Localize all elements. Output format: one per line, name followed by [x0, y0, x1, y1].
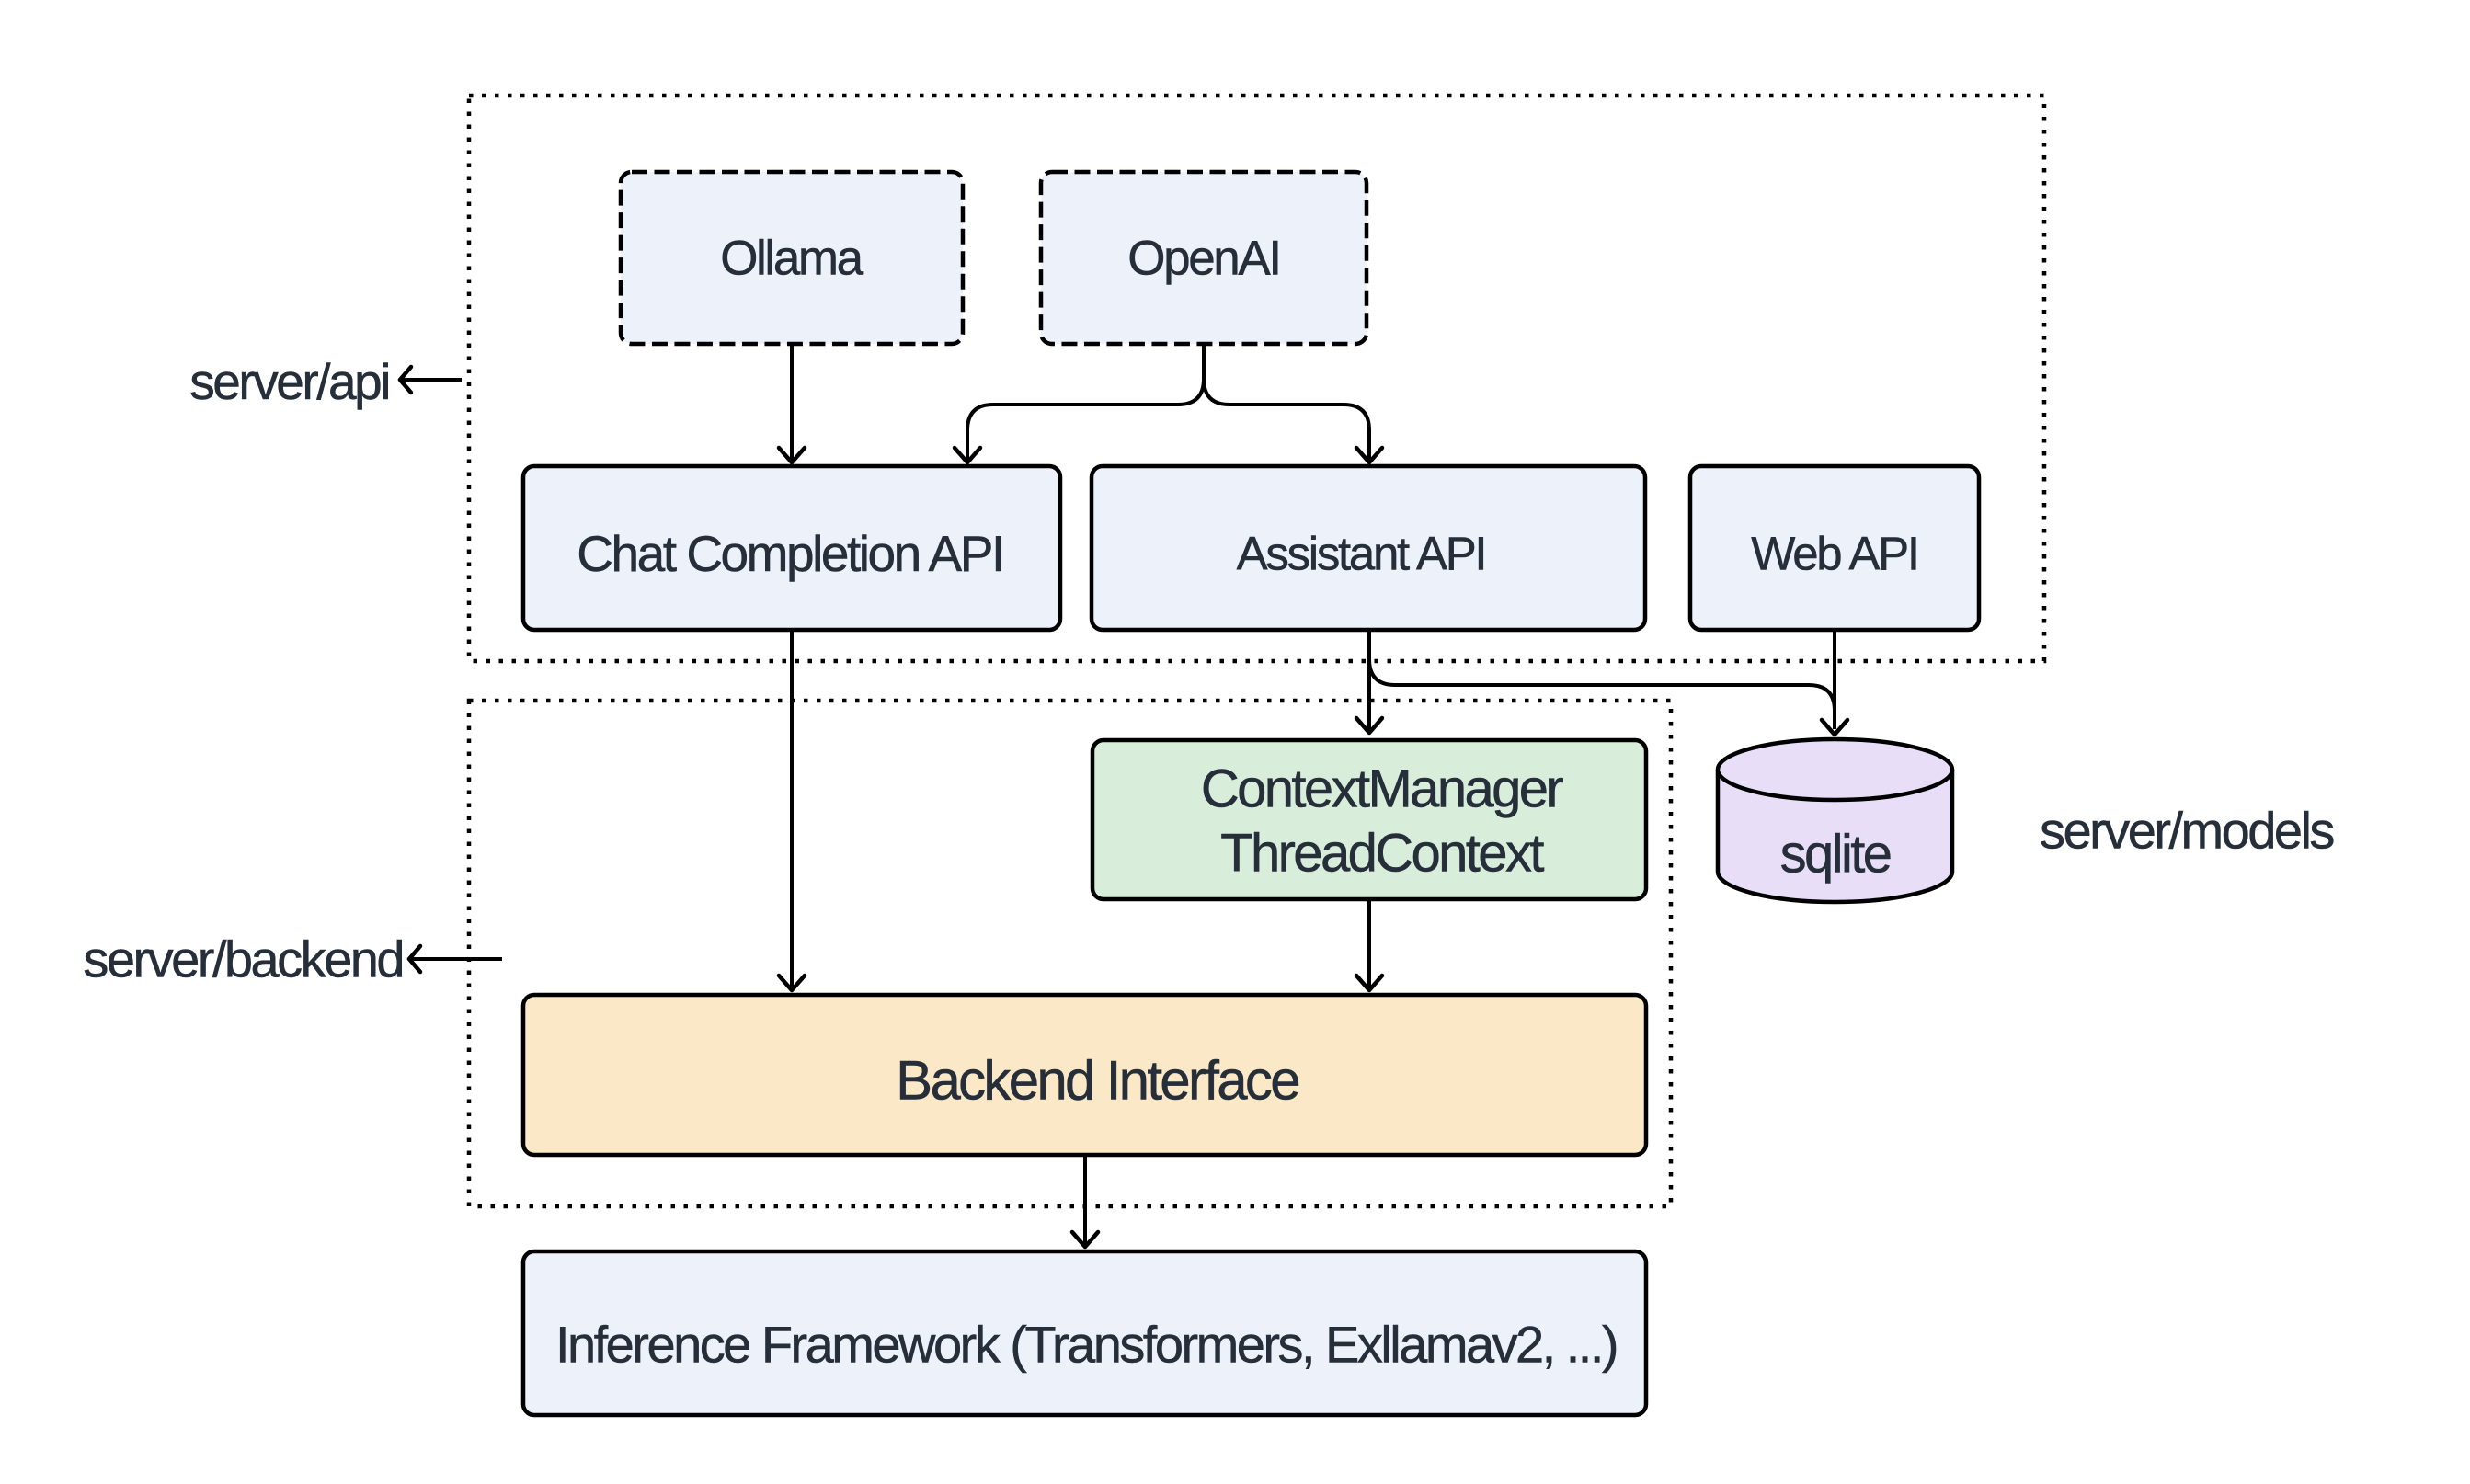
svg-text:sqlite: sqlite: [1780, 825, 1891, 885]
svg-text:Ollama: Ollama: [720, 232, 863, 286]
svg-text:Chat Completion API: Chat Completion API: [577, 525, 1003, 582]
svg-text:Inference Framework (Transform: Inference Framework (Transformers, Exlla…: [555, 1316, 1617, 1374]
svg-text:Assistant API: Assistant API: [1237, 528, 1486, 580]
svg-text:server/backend: server/backend: [83, 930, 403, 988]
svg-text:server/api: server/api: [189, 353, 389, 410]
svg-text:OpenAI: OpenAI: [1127, 232, 1279, 286]
svg-text:Web API: Web API: [1751, 528, 1917, 580]
svg-text:ContextManager: ContextManager: [1201, 759, 1564, 819]
svg-text:ThreadContext: ThreadContext: [1220, 824, 1544, 884]
svg-text:server/models: server/models: [2040, 802, 2333, 860]
svg-text:Backend Interface: Backend Interface: [896, 1050, 1298, 1112]
